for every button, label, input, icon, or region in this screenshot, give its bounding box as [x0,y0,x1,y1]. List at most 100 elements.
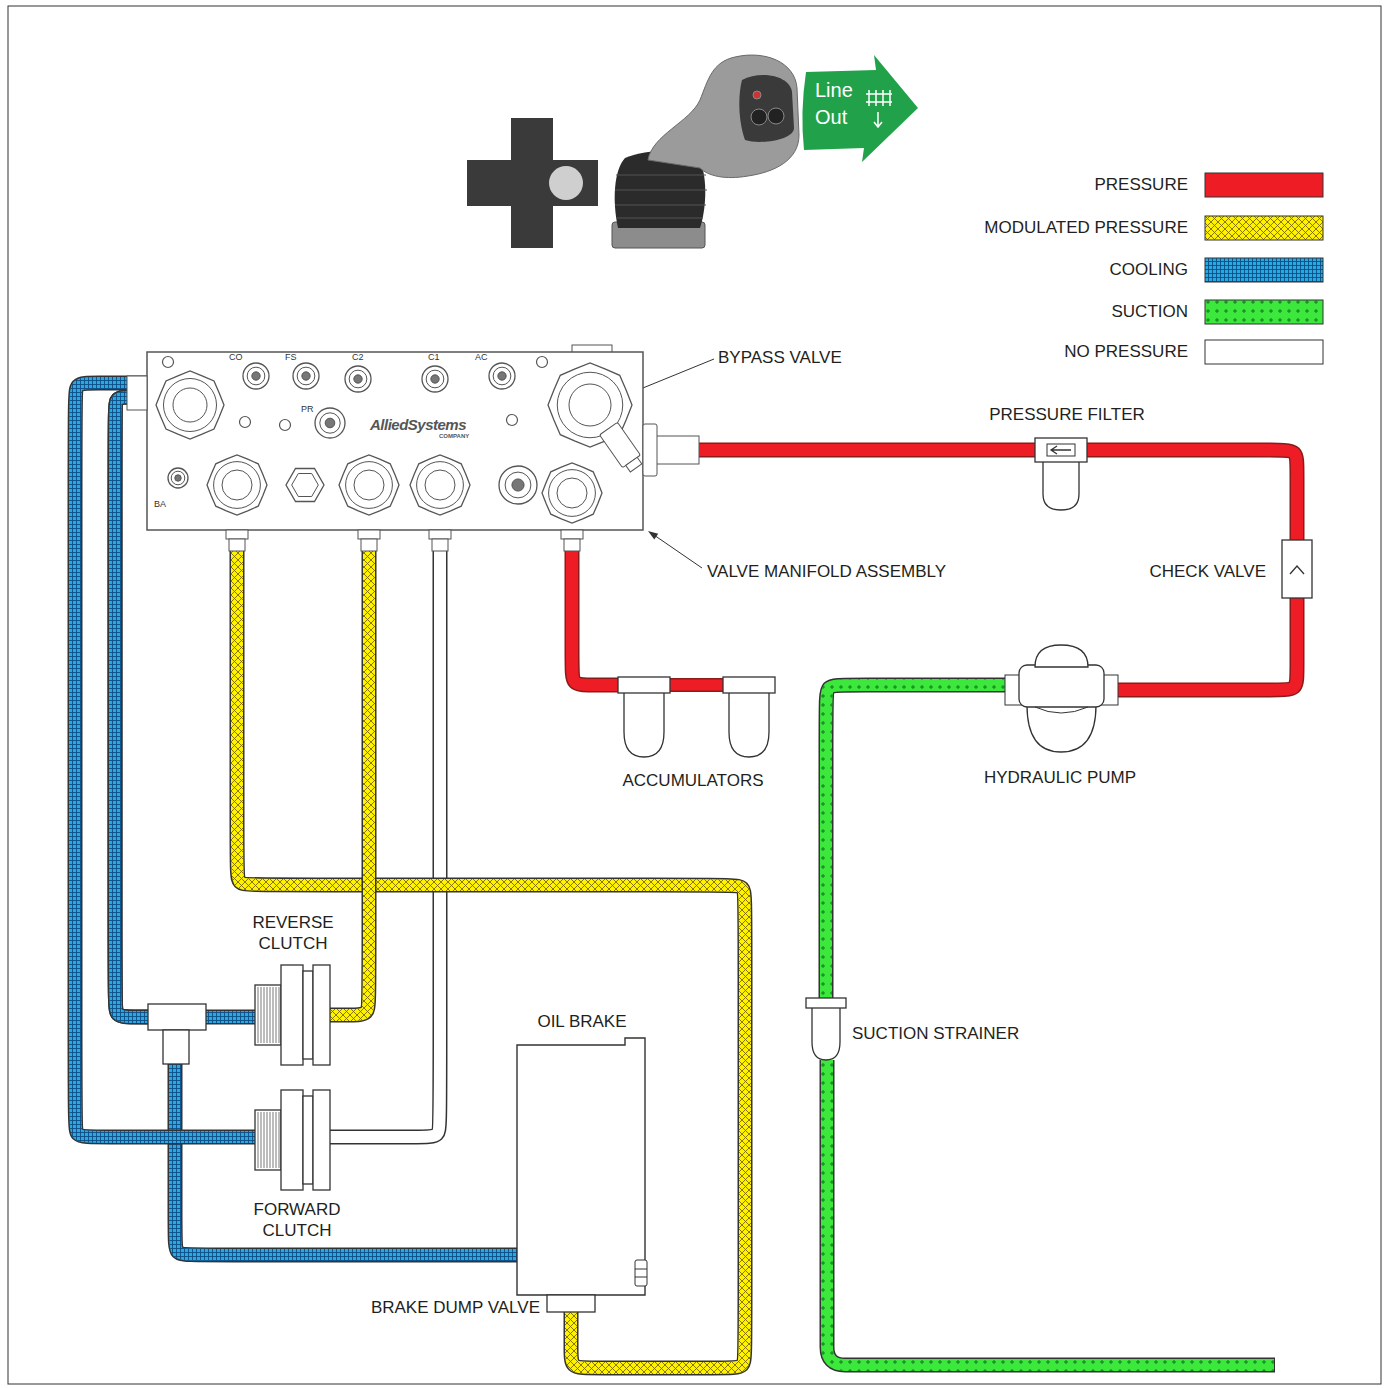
label-slot: CO [229,352,243,362]
joystick-cross [467,118,598,248]
label-slot: ACCUMULATORS [583,770,803,791]
arrow-label: Line Out [815,77,863,131]
test-port-core [431,375,439,383]
legend-swatch [1205,340,1323,364]
joystick-handle [648,55,799,178]
hydraulic-line [572,530,618,685]
port-nut [410,455,470,515]
pipe-outline [643,443,1035,458]
pipe-outline [330,530,369,1015]
label-slot: BYPASS VALVE [718,347,842,368]
port-ring [163,378,216,431]
hydraulic-pump: HYDRAULIC PUMP [1005,645,1118,752]
hose-fitting [561,530,583,539]
component-drawing [147,352,643,530]
handle-button [768,108,784,124]
callout-label: VALVE MANIFOLD ASSEMBLY [707,561,946,582]
swatch-border [1205,300,1323,324]
test-port-ring [349,370,367,388]
legend-swatch-frame [1204,257,1324,283]
fence-icon [866,90,892,106]
label-slot: Line Out [815,77,863,131]
component-drawing [1035,438,1087,512]
pipe-fill [330,530,369,1015]
accumulator-bowl [729,693,769,757]
legend-swatch [1205,300,1323,324]
label-slot: PRESSURE [0,174,1188,196]
pipe-pattern [237,530,745,1368]
component-label: REVERSE CLUTCH [238,912,348,954]
joystick [612,55,799,248]
hose-fitting [358,530,380,539]
legend-swatch-frame [1204,339,1324,365]
pipe-fill [826,685,1005,998]
manifold-body [147,352,643,530]
cross-shape [467,118,598,248]
hydraulic-line [826,685,1005,998]
port-bore [173,388,207,422]
label-slot: MODULATED PRESSURE [0,217,1188,239]
port-nut [542,463,602,523]
pipe-outline [1118,598,1297,690]
test-port-core [252,372,260,380]
component-label: ACCUMULATORS [583,770,803,791]
test-port-ring [493,367,511,385]
label-slot: C1 [428,352,440,362]
label-slot: REVERSE CLUTCH [238,912,348,954]
pipe-fill [827,1060,1274,1365]
clutch-hub [255,985,281,1045]
legend-label: PRESSURE [0,174,1188,196]
strainer-head [806,998,846,1008]
swatch-border [1205,216,1323,240]
hydraulic-line [330,530,369,1015]
label-slot: PR [301,404,314,414]
test-port-ring [505,472,531,498]
brake-bolt [635,1260,647,1286]
pipe-fill [1087,450,1297,540]
port-bore [569,384,611,426]
leader-line [638,359,714,390]
swatch-pattern [1205,300,1323,324]
port-label: BA [154,499,166,509]
hose-fitting [226,530,248,539]
callout-label: BYPASS VALVE [718,347,842,368]
test-port-ring [426,370,444,388]
handle-panel [739,75,794,142]
label-slot: COMPANY [439,433,469,440]
port-nut [339,455,399,515]
handle-button [753,91,761,99]
label-slot: SUCTION [0,301,1188,323]
port-label: C1 [428,352,440,362]
pipe-fill [668,680,725,691]
accumulator-cap [723,677,775,693]
port-ring [214,462,261,509]
test-port [293,363,319,389]
component-label: SUCTION STRAINER [852,1023,1019,1044]
oil-brake: OIL BRAKE [517,1038,645,1295]
filter-head [1035,438,1087,462]
label-slot: AlliedSystems [370,416,466,434]
hose-fitting-stem [361,539,377,551]
pipe-outline [668,678,725,692]
cooling-tee [148,1004,206,1064]
legend-swatch [1205,173,1323,197]
leader-arrowhead [648,531,658,540]
bolt-hole [507,415,518,426]
pipe-fill [237,530,745,1368]
clutch-plate [303,971,313,1059]
hydraulic-line [643,450,1035,451]
label-slot: C2 [352,352,364,362]
label-slot: COOLING [0,259,1188,281]
handle-button [751,109,767,125]
tee-body [148,1004,206,1030]
component-label: FORWARD CLUTCH [242,1199,352,1241]
hydraulic-line [1118,598,1297,690]
port-label: PR [301,404,314,414]
port-nut [156,371,224,439]
pipe-outline [572,530,618,685]
suction-strainer: SUCTION STRAINER [806,998,846,1060]
down-arrow-icon [874,112,882,127]
hose-fitting-stem [564,539,580,551]
bolt-hole [163,357,174,368]
